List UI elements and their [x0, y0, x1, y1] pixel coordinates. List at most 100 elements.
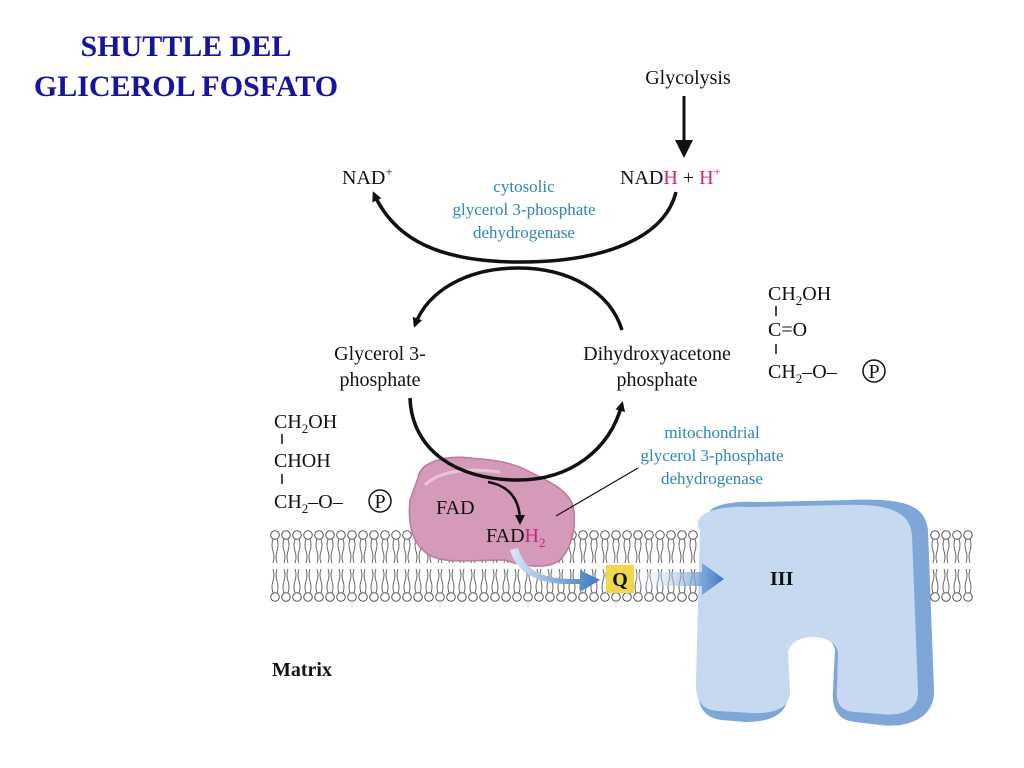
nadh-hydrogen: H [663, 167, 677, 189]
membrane-lipid [600, 530, 610, 564]
dhap-line-1: Dihydroxyacetone [583, 343, 731, 365]
membrane-lipid [941, 568, 951, 602]
nadh-plus-h: NADH + H+ [620, 164, 721, 189]
complex-III: III [695, 499, 935, 726]
g3p-to-dhap-arc [408, 397, 626, 482]
membrane-lipid [512, 568, 522, 602]
membrane-lipid [567, 568, 577, 602]
membrane-lipid [963, 568, 973, 602]
membrane-lipid [677, 530, 687, 564]
svg-text:NADH + H+: NADH + H+ [620, 164, 721, 189]
dhap-phosphate-circle [862, 359, 886, 383]
membrane-lipid [369, 530, 379, 564]
g3p-line-2: phosphate [339, 369, 420, 391]
svg-text:CH2OH: CH2OH [274, 411, 337, 436]
membrane-lipid [644, 530, 654, 564]
complex-III-label: III [770, 568, 794, 590]
membrane-lipid [545, 568, 555, 602]
dhap-phosphate-p: P [868, 361, 879, 383]
fad-to-fadh2-arrow [487, 480, 525, 525]
svg-text:NAD+: NAD+ [342, 164, 393, 189]
fadh2-sub: 2 [539, 535, 546, 550]
g3p-row1-ch: CH [274, 411, 302, 433]
membrane-lipid [963, 530, 973, 564]
membrane-lipid [578, 530, 588, 564]
matrix-label: Matrix [272, 659, 332, 681]
g3p-row1-oh: OH [308, 411, 337, 433]
g3p-row2: CHOH [274, 450, 331, 472]
glycolysis-input: Glycolysis [645, 67, 731, 158]
nadh-text: NAD [620, 167, 663, 189]
membrane-lipid [303, 530, 313, 564]
g3p-row3-ch: CH [274, 491, 302, 513]
dhap-structure: CH2OH C=O CH2–O– P [768, 283, 886, 386]
mitochondrial-enzyme-label: mitochondrial glycerol 3-phosphate dehyd… [640, 423, 783, 488]
dhap-row1-sub: 2 [796, 293, 803, 308]
g3p-row3-o: –O– [307, 491, 343, 513]
dhap-row1-ch: CH [768, 283, 796, 305]
membrane-lipid [633, 530, 643, 564]
fadh2-to-q-arrow [510, 548, 600, 592]
dihydroxyacetone-phosphate: Dihydroxyacetone phosphate [583, 343, 731, 391]
membrane-lipid [666, 530, 676, 564]
g3p-phosphate-circle [368, 489, 392, 513]
membrane-lipid [314, 530, 324, 564]
quinone-label: Q [612, 569, 628, 591]
membrane-lipid [446, 568, 456, 602]
mito-enzyme-line-3: dehydrogenase [661, 469, 763, 488]
membrane-lipid [292, 568, 302, 602]
nad-text: NAD [342, 167, 385, 189]
membrane-lipid [930, 568, 940, 602]
membrane-lipid [391, 568, 401, 602]
membrane-lipid [556, 568, 566, 602]
h-plus-sup: + [714, 164, 721, 179]
title: SHUTTLE DEL GLICEROL FOSFATO [34, 30, 338, 103]
mitochondrial-enzyme-leader [555, 467, 639, 517]
membrane-lipid [952, 568, 962, 602]
dhap-row3-o: –O– [801, 361, 837, 383]
g3p-line-1: Glycerol 3- [334, 343, 426, 365]
membrane-lipid [380, 568, 390, 602]
membrane-lipid [303, 568, 313, 602]
membrane-lipid [358, 530, 368, 564]
svg-text:CH2–O–: CH2–O– [274, 491, 344, 516]
membrane-lipid [655, 530, 665, 564]
membrane-lipid [270, 568, 280, 602]
cytosolic-enzyme-line-2: glycerol 3-phosphate [452, 200, 595, 219]
g3p-row3-sub: 2 [302, 501, 309, 516]
membrane-lipid [292, 530, 302, 564]
glycerol-3-phosphate-structure: CH2OH CHOH CH2–O– P [274, 411, 392, 516]
g3p-phosphate-p: P [374, 491, 385, 513]
dhap-row2: C=O [768, 319, 807, 341]
membrane-lipid [501, 568, 511, 602]
dhap-line-2: phosphate [616, 369, 697, 391]
membrane-lipid [325, 530, 335, 564]
fadh2-fad: FAD [486, 525, 525, 547]
electron-flow: Q [510, 548, 724, 595]
title-line-2: GLICEROL FOSFATO [34, 70, 338, 103]
membrane-lipid [391, 530, 401, 564]
dhap-row3-sub: 2 [796, 371, 803, 386]
mitochondrial-enzyme-blob [408, 456, 576, 567]
membrane-lipid [424, 568, 434, 602]
membrane-lipid [325, 568, 335, 602]
membrane-lipid [281, 568, 291, 602]
membrane-lipid [468, 568, 478, 602]
h-plus-text: H [699, 167, 713, 189]
dhap-to-g3p-arc [412, 266, 624, 331]
membrane-lipid [930, 530, 940, 564]
mito-enzyme-line-1: mitochondrial [664, 423, 760, 442]
membrane-lipid [413, 568, 423, 602]
membrane-lipid [457, 568, 467, 602]
nad-plus: NAD+ [342, 164, 393, 189]
membrane-lipid [952, 530, 962, 564]
cytosolic-enzyme-line-1: cytosolic [493, 177, 555, 196]
membrane-lipid [435, 568, 445, 602]
membrane-lipid [479, 568, 489, 602]
glycolysis-label: Glycolysis [645, 67, 731, 89]
fadh2-label: FADH2 [486, 525, 545, 550]
membrane-lipid [622, 530, 632, 564]
membrane-lipid [402, 530, 412, 564]
svg-text:CH2–O–: CH2–O– [768, 361, 838, 386]
glycerol-3-phosphate: Glycerol 3- phosphate [334, 343, 426, 391]
